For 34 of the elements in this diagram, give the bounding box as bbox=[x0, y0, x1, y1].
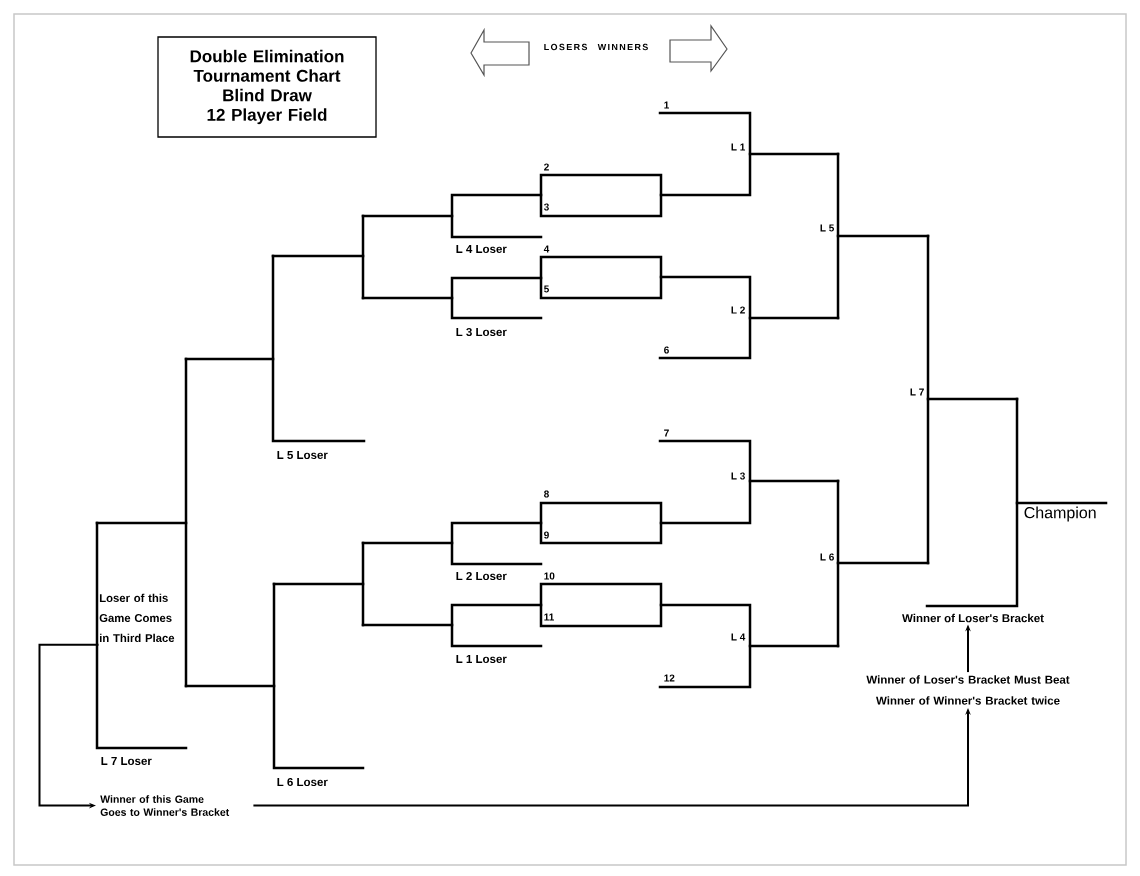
seed-number: 9 bbox=[544, 531, 549, 539]
note-text: Winner of this Game Goes to Winner's Bracket bbox=[100, 795, 230, 816]
match-label: L 3 bbox=[731, 472, 745, 480]
slot-label: L 2 Loser bbox=[456, 571, 507, 581]
slot-label: L 7 Loser bbox=[101, 757, 152, 765]
direction-label: WINNERS bbox=[597, 43, 648, 51]
match-label: L 2 bbox=[731, 306, 745, 314]
slot-label: L 3 Loser bbox=[456, 327, 507, 337]
seed-number: 5 bbox=[544, 285, 549, 293]
champion-label: Champion bbox=[1024, 506, 1096, 522]
match-label: L 4 bbox=[731, 633, 746, 641]
direction-label: LOSERS bbox=[544, 43, 588, 51]
slot-label: L 6 Loser bbox=[277, 777, 328, 787]
slot-label: L 4 Loser bbox=[456, 245, 507, 253]
match-label: L 6 bbox=[820, 553, 834, 561]
match-label: L 5 bbox=[820, 224, 835, 232]
seed-number: 7 bbox=[664, 429, 669, 437]
slot-label: L 1 Loser bbox=[456, 655, 507, 663]
seed-number: 11 bbox=[544, 613, 554, 621]
seed-number: 2 bbox=[544, 163, 549, 171]
seed-number: 8 bbox=[544, 490, 549, 498]
seed-number: 4 bbox=[543, 245, 550, 253]
note-text: Winner of Loser's Bracket bbox=[902, 613, 1044, 623]
slot-label: L 5 Loser bbox=[277, 451, 328, 459]
seed-number: 12 bbox=[664, 674, 675, 682]
match-label: L 7 bbox=[910, 388, 924, 396]
seed-number: 3 bbox=[543, 203, 549, 211]
seed-number: 10 bbox=[544, 572, 555, 580]
seed-number: 6 bbox=[664, 346, 669, 354]
note-text: Winner of Loser's Bracket Must Beat Winner of Winner's Bracket twice bbox=[866, 675, 1070, 705]
title-box: Double Elimination Tournament Chart Blind Draw 12 Player Field bbox=[157, 36, 377, 138]
seed-number: 1 bbox=[664, 101, 669, 109]
note-text: Loser of this Game Comes in Third Place bbox=[99, 593, 175, 642]
match-label: L 1 bbox=[731, 143, 746, 151]
